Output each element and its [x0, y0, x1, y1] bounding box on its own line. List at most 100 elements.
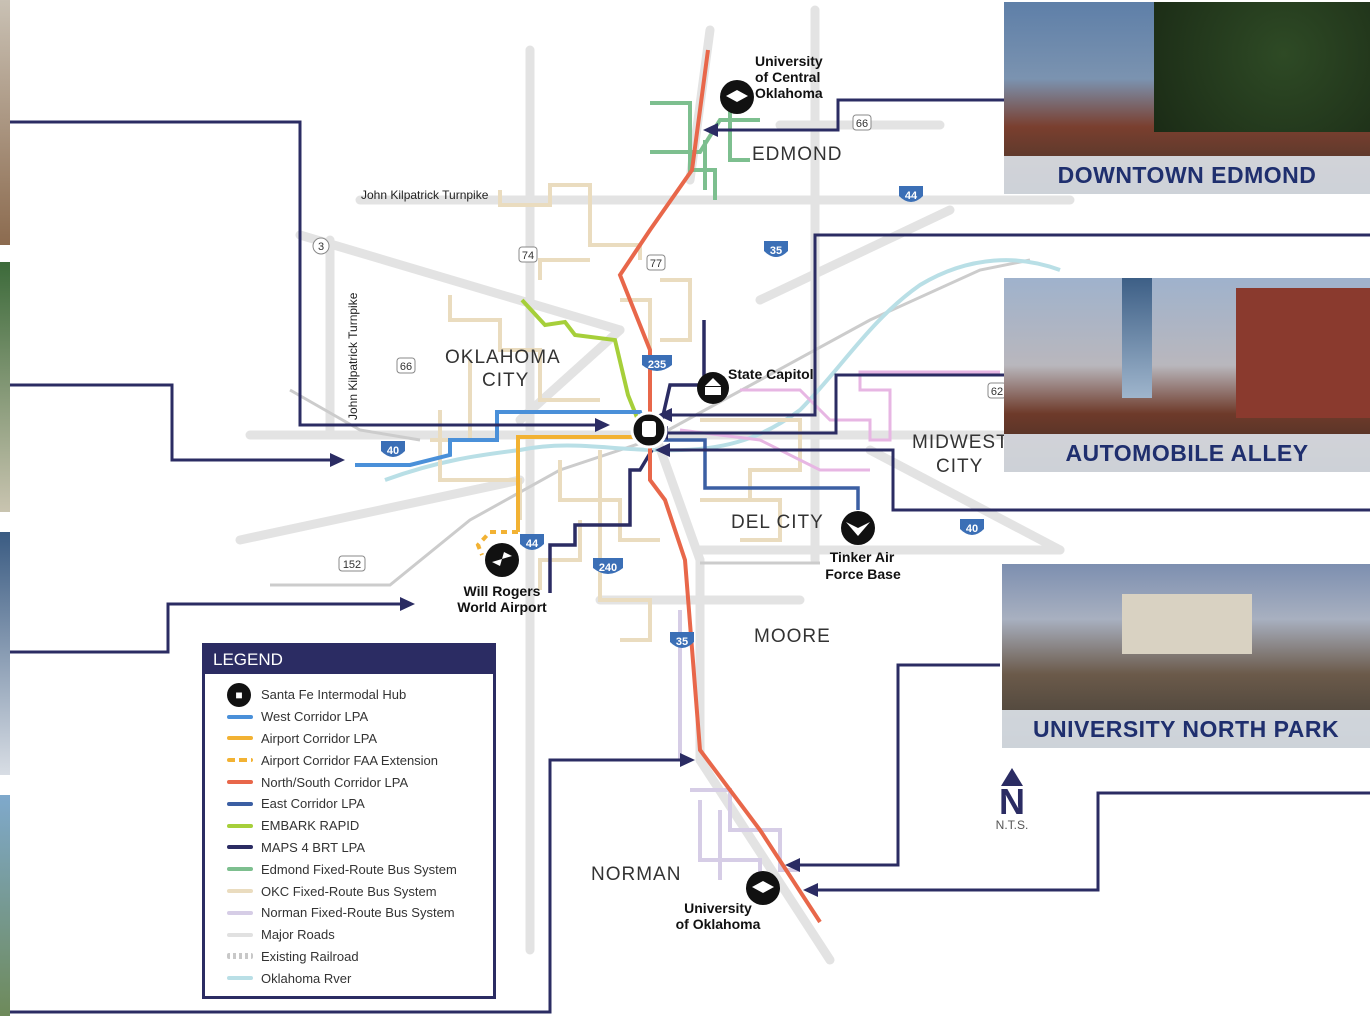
legend-label: MAPS 4 BRT LPA: [261, 839, 366, 855]
tinker-label-2: Force Base: [825, 566, 901, 582]
legend-item: Oklahoma Rver: [227, 967, 493, 989]
legend-item: OKC Fixed-Route Bus System: [227, 880, 493, 902]
photo-downtown-edmond[interactable]: DOWNTOWN EDMOND: [1004, 2, 1370, 194]
legend-swatch: [227, 889, 253, 894]
hub-icon: ■: [227, 682, 251, 707]
santa-fe-hub-icon[interactable]: [630, 411, 668, 449]
legend-label: East Corridor LPA: [261, 796, 365, 812]
airport-faa-extension: [475, 530, 518, 556]
i44-sw-shield: 44: [520, 534, 544, 550]
legend-label: West Corridor LPA: [261, 709, 369, 725]
city-label-norman: NORMAN: [591, 864, 681, 885]
legend-item: ■ Santa Fe Intermodal Hub: [227, 682, 493, 707]
legend-swatch: [227, 932, 253, 937]
legend-item: MAPS 4 BRT LPA: [227, 837, 493, 859]
legend-item: Existing Railroad: [227, 946, 493, 968]
tree-foliage: [1154, 2, 1370, 132]
svg-text:44: 44: [905, 190, 918, 202]
tinker-label-1: Tinker Air: [830, 549, 895, 565]
city-label-midwest-2: CITY: [936, 456, 983, 477]
legend-label: Santa Fe Intermodal Hub: [261, 687, 407, 703]
legend-label: Edmond Fixed-Route Bus System: [261, 861, 457, 877]
capitol-label: State Capitol: [728, 366, 814, 382]
city-label-okc-1: OKLAHOMA: [445, 347, 561, 368]
left-edge-photo-3: [0, 532, 10, 775]
legend-swatch: [227, 714, 253, 719]
photo-automobile-alley[interactable]: AUTOMOBILE ALLEY: [1004, 278, 1370, 472]
not-to-scale-label: N.T.S.: [995, 818, 1029, 832]
i40-w-shield: 40: [381, 441, 405, 457]
legend-label: EMBARK RAPID: [261, 818, 360, 834]
state-capitol-icon[interactable]: [697, 372, 729, 404]
svg-text:44: 44: [526, 538, 539, 550]
ou-label-2: of Oklahoma: [676, 916, 761, 932]
legend-label: Airport Corridor FAA Extension: [261, 752, 439, 768]
uco-label-1: University: [755, 53, 823, 69]
route-markers: [312, 114, 1007, 572]
caption-university-north-park: UNIVERSITY NORTH PARK: [1002, 710, 1370, 748]
legend-item: West Corridor LPA: [227, 706, 493, 728]
legend: LEGEND ■ Santa Fe Intermodal Hub West Cor…: [202, 643, 496, 999]
oklahoma-river: [384, 258, 1061, 482]
legend-item: Airport Corridor FAA Extension: [227, 749, 493, 771]
left-edge-photo-1: [0, 0, 10, 245]
ou-icon[interactable]: [746, 871, 780, 905]
legend-label: North/South Corridor LPA: [261, 774, 409, 790]
left-edge-photo-2: [0, 262, 10, 512]
legend-label: Norman Fixed-Route Bus System: [261, 905, 455, 921]
ou-label-1: University: [684, 900, 752, 916]
i40-e-shield: 40: [960, 519, 984, 535]
svg-text:66: 66: [856, 118, 868, 130]
svg-text:240: 240: [599, 562, 617, 574]
okc-bus-network: [430, 183, 802, 642]
airport-label-1: Will Rogers: [464, 583, 541, 599]
legend-swatch: [227, 845, 253, 850]
i35-s-shield: 35: [670, 632, 694, 648]
legend-swatch: [227, 953, 253, 960]
north-arrow-icon: [1001, 768, 1023, 786]
east-corridor-line: [660, 438, 860, 510]
i235-shield: 235: [642, 355, 672, 371]
city-label-okc-2: CITY: [482, 370, 529, 391]
legend-swatch: [227, 976, 253, 981]
svg-text:152: 152: [343, 559, 361, 571]
legend-item: Norman Fixed-Route Bus System: [227, 902, 493, 924]
north-arrow: N N.T.S.: [990, 768, 1034, 832]
legend-item: East Corridor LPA: [227, 793, 493, 815]
i240-shield: 240: [593, 558, 623, 574]
legend-list: ■ Santa Fe Intermodal Hub West Corridor L…: [205, 674, 493, 989]
legend-item: Edmond Fixed-Route Bus System: [227, 858, 493, 880]
uco-icon[interactable]: [720, 80, 754, 114]
tower: [1122, 278, 1152, 398]
city-label-midwest-1: MIDWEST: [912, 432, 1009, 453]
svg-text:3: 3: [318, 241, 324, 253]
svg-text:74: 74: [522, 250, 534, 262]
tinker-afb-icon[interactable]: [841, 511, 875, 545]
callout-connectors: [0, 98, 1370, 1014]
caption-downtown-edmond: DOWNTOWN EDMOND: [1004, 156, 1370, 194]
airport-icon[interactable]: [485, 543, 519, 577]
railroads: [270, 258, 1031, 587]
legend-item: Major Roads: [227, 924, 493, 946]
photo-university-north-park[interactable]: UNIVERSITY NORTH PARK: [1002, 564, 1370, 748]
kilpatrick-label-horizontal: John Kilpatrick Turnpike: [361, 188, 489, 202]
left-edge-photo-4: [0, 795, 10, 1016]
legend-swatch: [227, 823, 253, 828]
legend-item: Airport Corridor LPA: [227, 728, 493, 750]
legend-item: North/South Corridor LPA: [227, 771, 493, 793]
edmond-bus-network: [650, 101, 760, 200]
north-south-corridor-line: [617, 49, 822, 924]
svg-text:77: 77: [650, 258, 662, 270]
interstate-shields: 44 35 235 40 44 240 35 40: [381, 186, 984, 648]
i44-ne-shield: 44: [899, 186, 923, 202]
west-corridor-line: [355, 410, 647, 467]
svg-text:235: 235: [648, 359, 666, 371]
city-label-del-city: DEL CITY: [731, 512, 824, 533]
city-label-edmond: EDMOND: [752, 144, 842, 165]
svg-text:62: 62: [991, 386, 1003, 398]
legend-title: LEGEND: [205, 646, 493, 674]
legend-swatch: [227, 867, 253, 872]
i35-n-shield: 35: [764, 241, 788, 257]
kilpatrick-label-vertical: John Kilpatrick Turnpike: [346, 292, 360, 420]
svg-text:35: 35: [770, 245, 782, 257]
